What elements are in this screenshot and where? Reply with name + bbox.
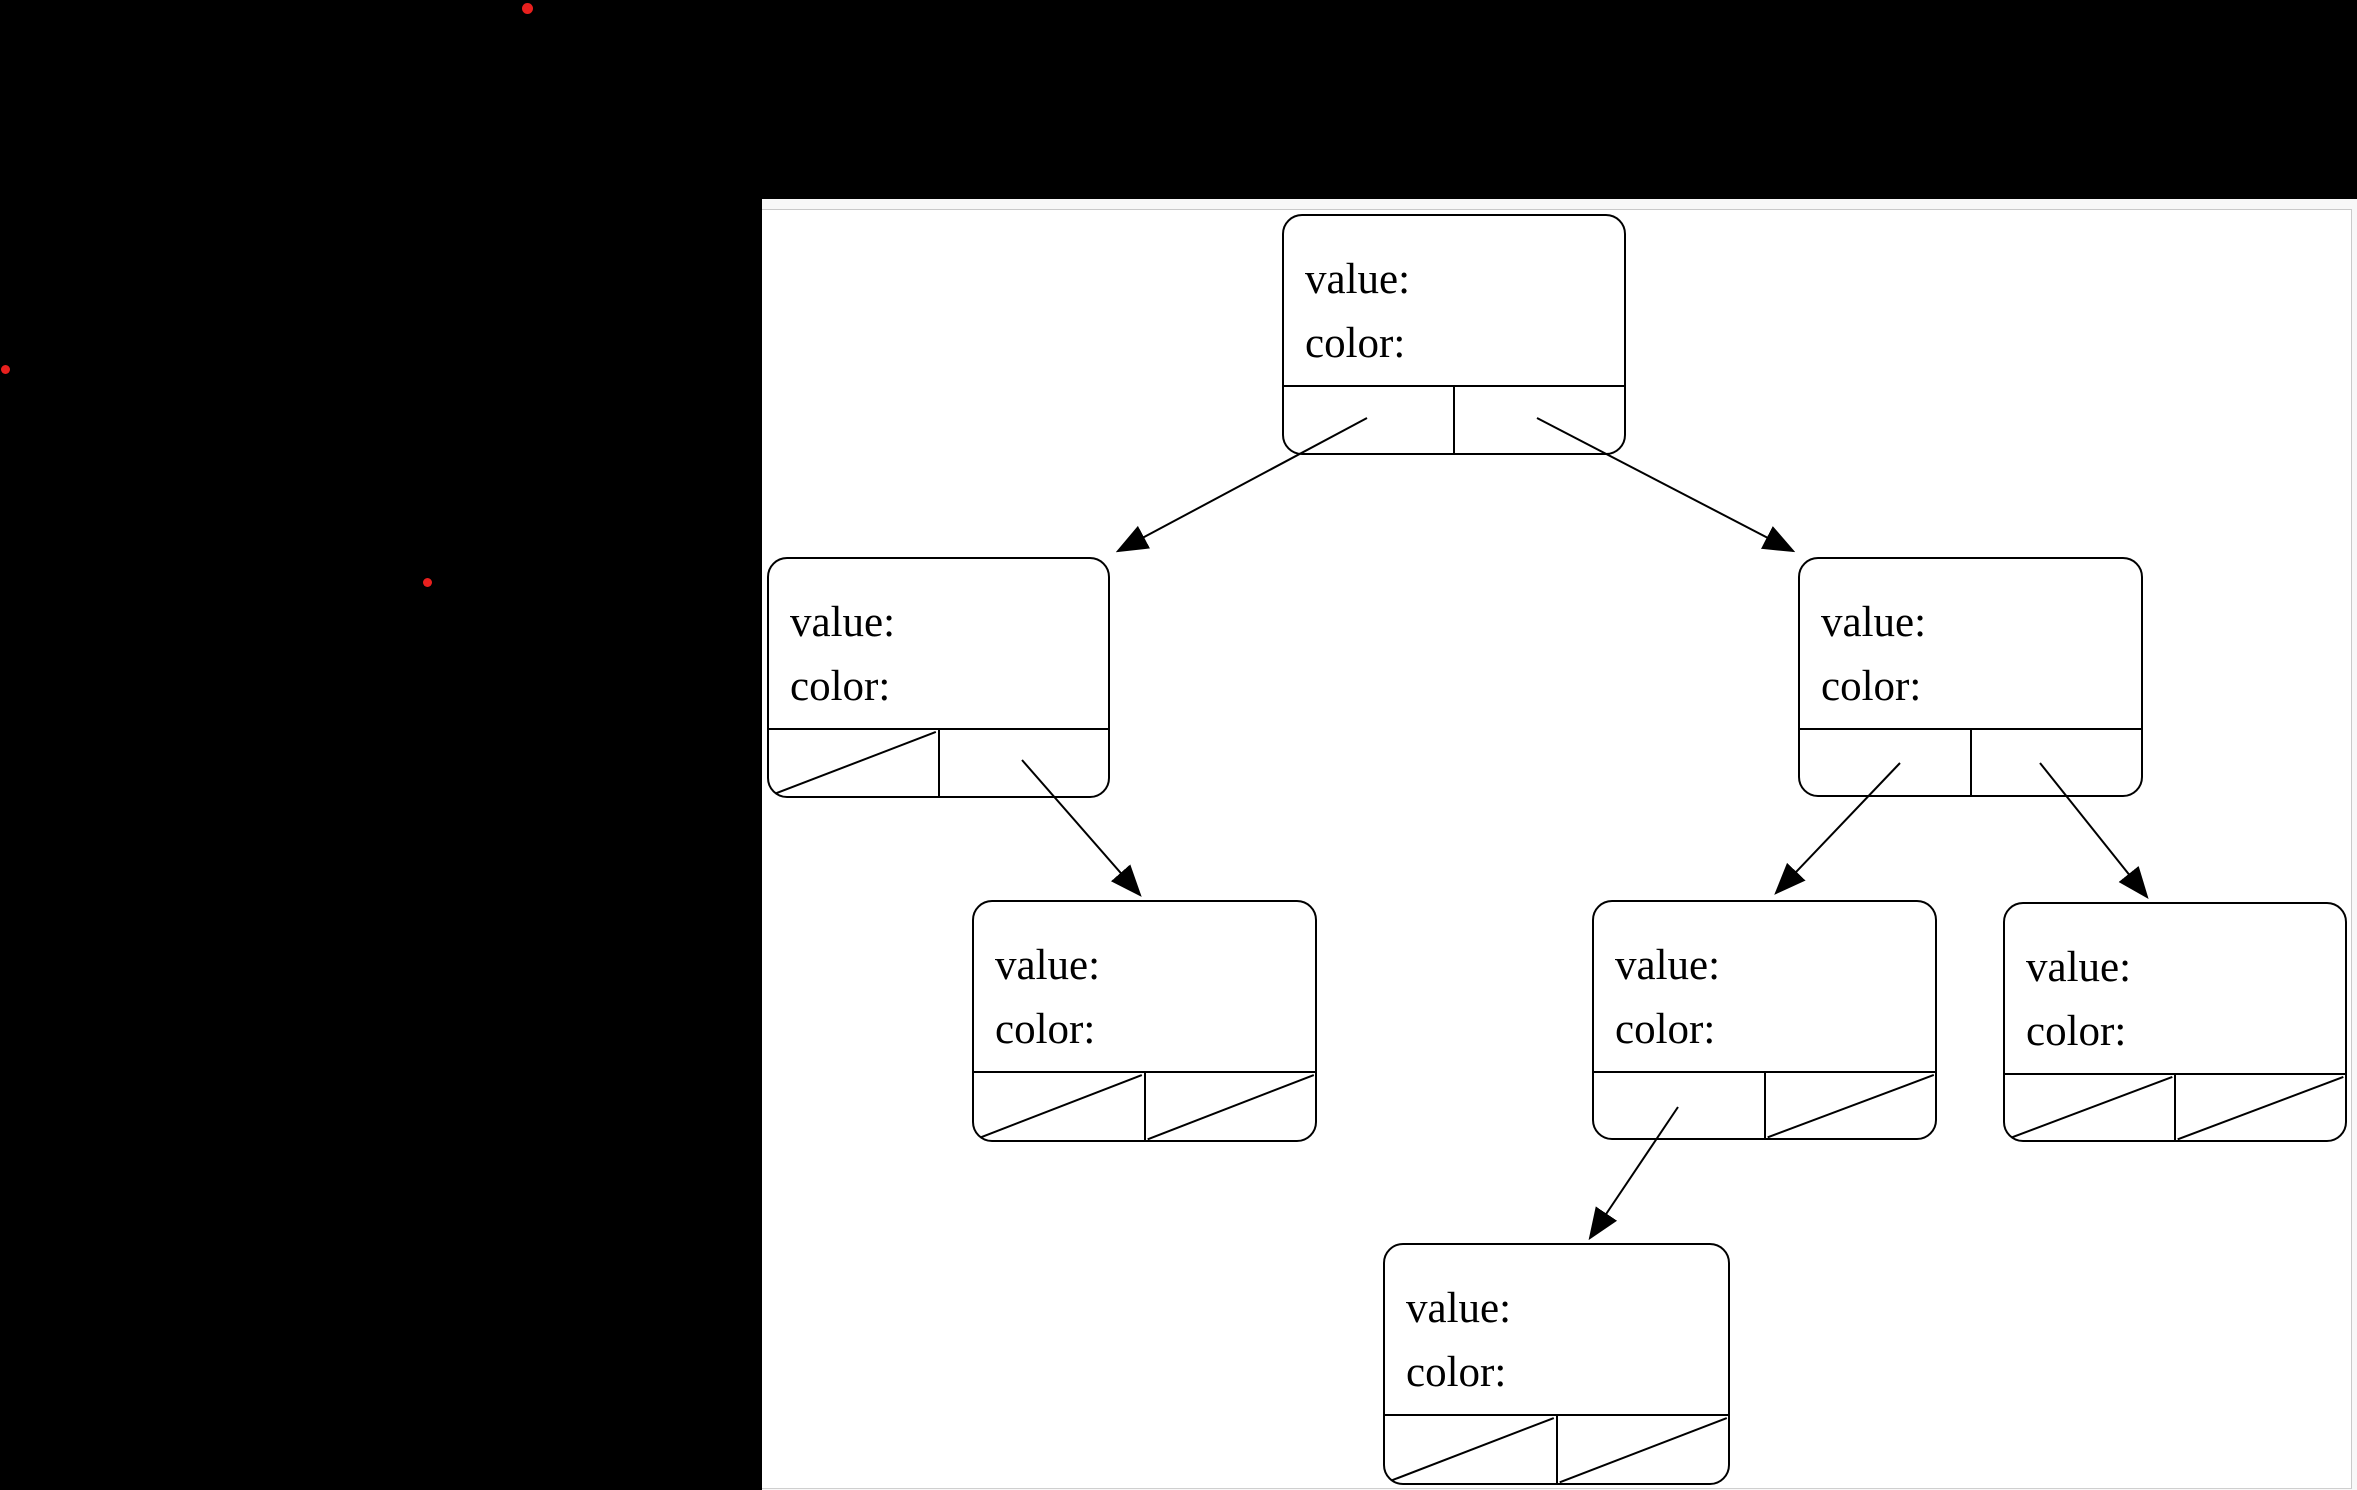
- node-fields: value: color:: [1284, 216, 1624, 385]
- null-pointer-slash-icon: [2005, 1075, 2174, 1140]
- null-pointer-slash-icon: [1385, 1416, 1556, 1483]
- right-pointer-cell: [2174, 1075, 2345, 1140]
- node-fields: value: color:: [1800, 559, 2141, 728]
- color-field-label: color:: [1406, 1349, 1507, 1396]
- value-field-label: value:: [1615, 942, 1721, 989]
- red-cursor-dot: [521, 2, 533, 14]
- red-cursor-dot: [0, 364, 10, 374]
- left-pointer-cell: [1385, 1416, 1556, 1483]
- pointer-cells: [769, 728, 1108, 796]
- value-field-label: value:: [1821, 599, 1927, 646]
- null-pointer-slash-icon: [2176, 1075, 2345, 1140]
- color-field-label: color:: [790, 663, 891, 710]
- left-pointer-cell: [2005, 1075, 2174, 1140]
- color-field-label: color:: [2026, 1008, 2127, 1055]
- color-field-label: color:: [1615, 1006, 1716, 1053]
- value-field-label: value:: [1305, 256, 1411, 303]
- color-field-label: color:: [995, 1006, 1096, 1053]
- tree-node-great-grandchild: value: color:: [1383, 1243, 1730, 1485]
- left-pointer-cell: [1284, 387, 1453, 453]
- tree-node-right-child: value: color:: [1798, 557, 2143, 797]
- null-pointer-slash-icon: [1558, 1416, 1729, 1483]
- null-pointer-slash-icon: [769, 730, 938, 796]
- pointer-cells: [1284, 385, 1624, 453]
- red-cursor-dot: [422, 577, 432, 587]
- left-pointer-cell: [974, 1073, 1144, 1140]
- node-fields: value: color:: [769, 559, 1108, 728]
- pointer-cells: [1594, 1071, 1935, 1138]
- pointer-cells: [1385, 1414, 1728, 1483]
- value-field-label: value:: [2026, 944, 2132, 991]
- node-fields: value: color:: [2005, 904, 2345, 1073]
- tree-node-left-right-grandchild: value: color:: [972, 900, 1317, 1142]
- node-fields: value: color:: [974, 902, 1315, 1071]
- right-pointer-cell: [1143, 1073, 1316, 1140]
- right-pointer-cell: [1969, 730, 2142, 795]
- pointer-cells: [974, 1071, 1315, 1140]
- tree-node-right-right-grandchild: value: color:: [2003, 902, 2347, 1142]
- color-field-label: color:: [1821, 663, 1922, 710]
- pointer-cells: [1800, 728, 2141, 795]
- value-field-label: value:: [1406, 1285, 1512, 1332]
- null-pointer-slash-icon: [1766, 1073, 1936, 1138]
- tree-node-root: value: color:: [1282, 214, 1626, 455]
- value-field-label: value:: [790, 599, 896, 646]
- right-pointer-cell: [937, 730, 1109, 796]
- tree-node-left-child: value: color:: [767, 557, 1110, 798]
- node-fields: value: color:: [1385, 1245, 1728, 1414]
- pointer-cells: [2005, 1073, 2345, 1140]
- node-fields: value: color:: [1594, 902, 1935, 1071]
- color-field-label: color:: [1305, 320, 1406, 367]
- null-pointer-slash-icon: [974, 1073, 1144, 1140]
- tree-node-right-left-grandchild: value: color:: [1592, 900, 1937, 1140]
- right-pointer-cell: [1555, 1416, 1729, 1483]
- null-pointer-slash-icon: [1146, 1073, 1316, 1140]
- value-field-label: value:: [995, 942, 1101, 989]
- right-pointer-cell: [1763, 1073, 1936, 1138]
- left-pointer-cell: [1594, 1073, 1764, 1138]
- left-pointer-cell: [769, 730, 938, 796]
- left-pointer-cell: [1800, 730, 1970, 795]
- right-pointer-cell: [1453, 387, 1624, 453]
